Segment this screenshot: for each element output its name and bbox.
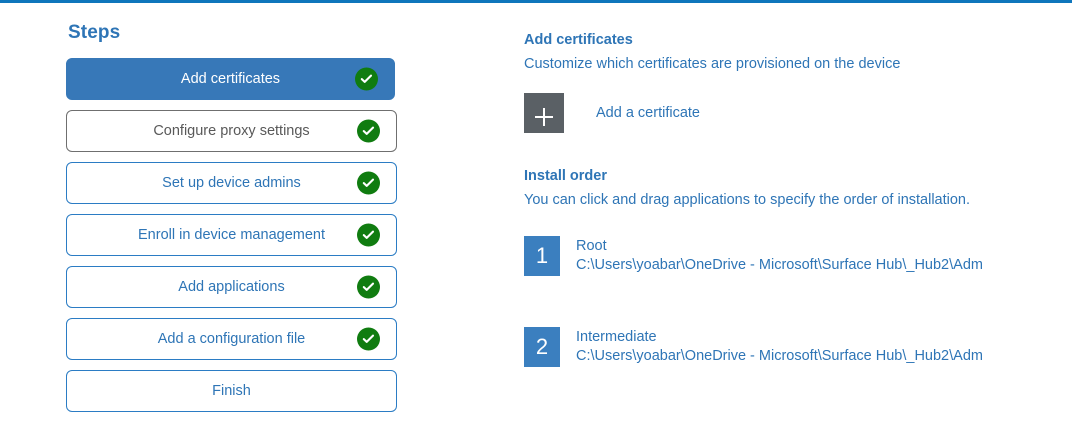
add-a-certificate-label: Add a certificate — [596, 105, 700, 121]
step-label: Add a configuration file — [157, 331, 306, 347]
step-button-add-certificates[interactable]: Add certificates — [66, 58, 395, 100]
install-order-item-text: Root C:\Users\yoabar\OneDrive - Microsof… — [576, 236, 983, 275]
add-certificates-section: Add certificates Customize which certifi… — [524, 31, 1044, 133]
install-order-subtitle: You can click and drag applications to s… — [524, 192, 971, 208]
order-number-badge: 1 — [524, 236, 560, 276]
order-number-badge: 2 — [524, 327, 560, 367]
check-circle-icon — [357, 119, 380, 143]
certificate-path: C:\Users\yoabar\OneDrive - Microsoft\Sur… — [576, 348, 983, 364]
step-button-finish[interactable]: Finish — [66, 370, 397, 412]
step-label: Add certificates — [180, 71, 281, 87]
check-circle-icon — [357, 275, 380, 299]
certificate-path: C:\Users\yoabar\OneDrive - Microsoft\Sur… — [576, 257, 983, 273]
step-button-add-applications[interactable]: Add applications — [66, 266, 397, 308]
steps-list: Add certificates Configure proxy setting… — [66, 58, 397, 412]
step-label: Add applications — [178, 279, 285, 295]
step-button-enroll-in-device-management[interactable]: Enroll in device management — [66, 214, 397, 256]
detail-panel: Add certificates Customize which certifi… — [524, 31, 1044, 367]
check-circle-icon — [357, 223, 380, 247]
check-circle-icon — [355, 67, 378, 91]
add-certificates-subtitle: Customize which certificates are provisi… — [524, 56, 901, 72]
check-circle-icon — [357, 171, 380, 195]
add-certificates-title: Add certificates — [524, 32, 633, 48]
step-label: Set up device admins — [162, 175, 301, 191]
step-button-set-up-device-admins[interactable]: Set up device admins — [66, 162, 397, 204]
step-button-add-a-configuration-file[interactable]: Add a configuration file — [66, 318, 397, 360]
install-order-item[interactable]: 2 Intermediate C:\Users\yoabar\OneDrive … — [524, 327, 983, 367]
step-label: Enroll in device management — [138, 227, 325, 243]
check-circle-icon — [357, 327, 380, 351]
steps-heading: Steps — [68, 22, 121, 43]
install-order-item-text: Intermediate C:\Users\yoabar\OneDrive - … — [576, 327, 983, 366]
certificate-name: Intermediate — [576, 329, 657, 345]
install-order-list: 1 Root C:\Users\yoabar\OneDrive - Micros… — [524, 236, 1044, 367]
install-order-title: Install order — [524, 168, 607, 184]
plus-icon[interactable] — [524, 93, 564, 133]
step-label: Finish — [212, 383, 251, 399]
top-accent-rule — [0, 0, 1072, 3]
step-label: Configure proxy settings — [153, 123, 310, 139]
step-button-configure-proxy-settings[interactable]: Configure proxy settings — [66, 110, 397, 152]
certificate-name: Root — [576, 238, 607, 254]
add-a-certificate-button[interactable]: Add a certificate — [524, 93, 700, 133]
install-order-item[interactable]: 1 Root C:\Users\yoabar\OneDrive - Micros… — [524, 236, 983, 276]
install-order-section: Install order You can click and drag app… — [524, 167, 1044, 367]
steps-panel: Steps Add certificates Configure proxy s… — [66, 22, 397, 412]
